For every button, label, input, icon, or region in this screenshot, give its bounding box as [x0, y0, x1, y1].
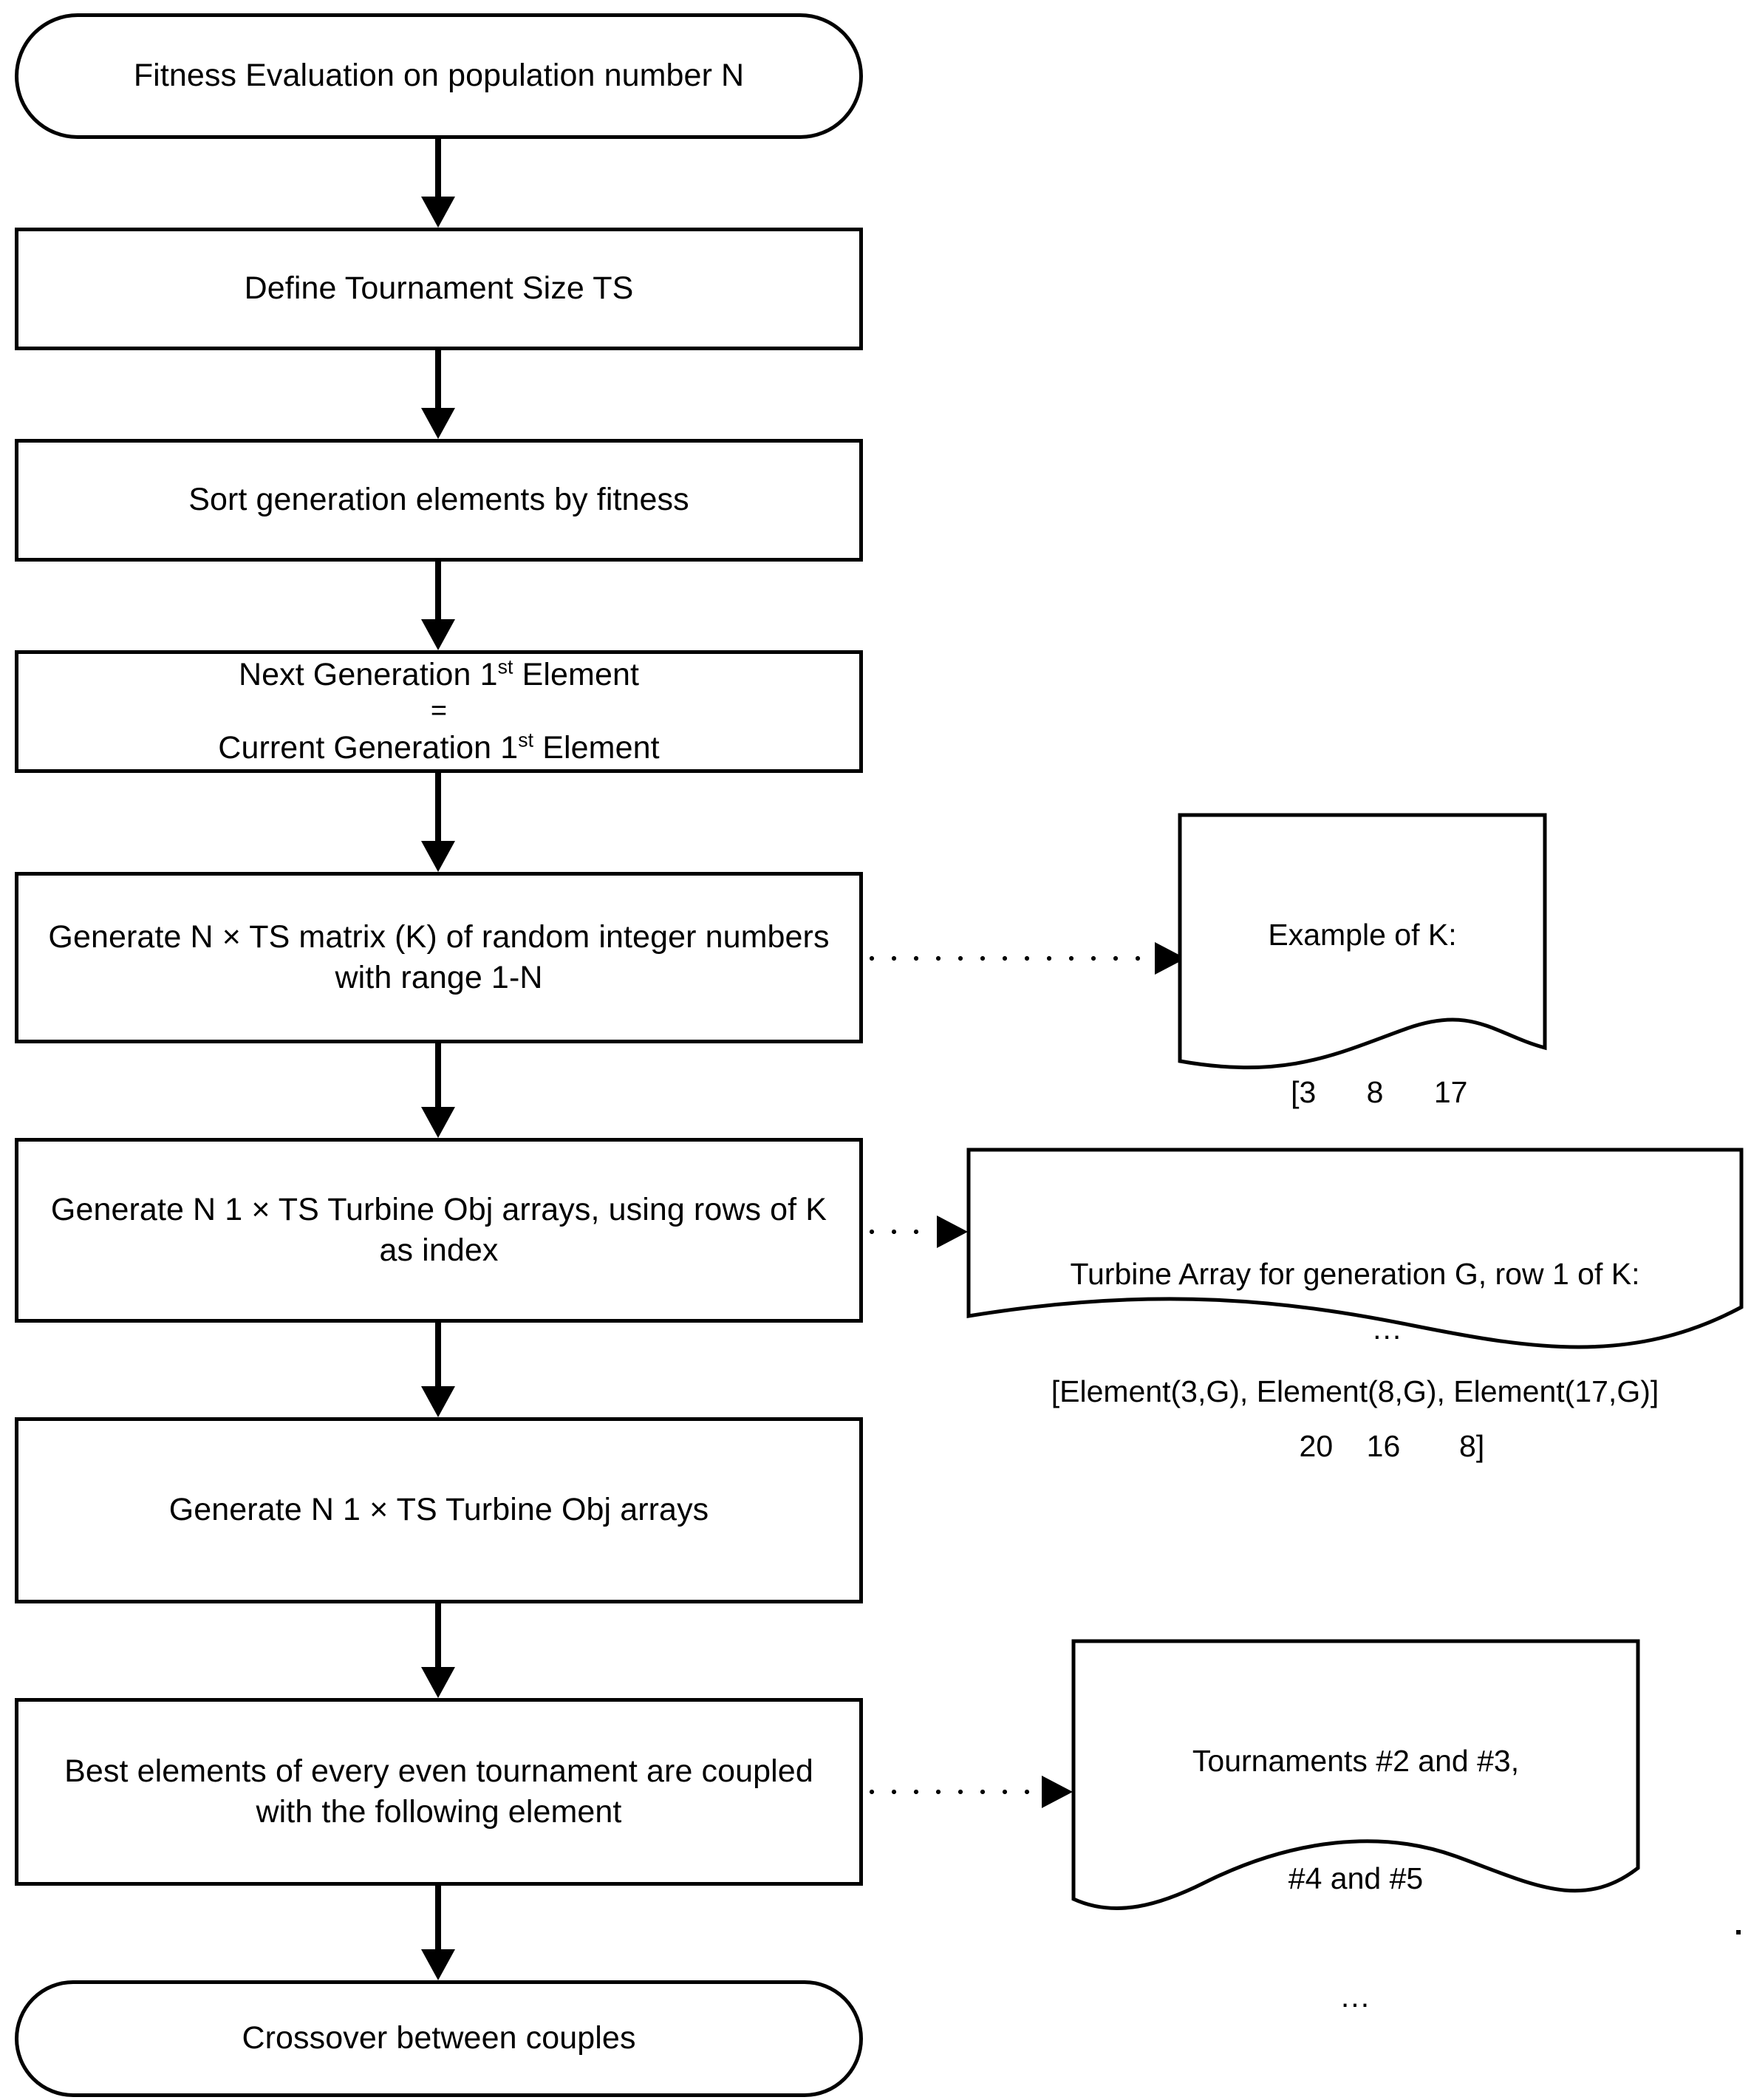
ordinal-superscript: st [497, 655, 513, 678]
turbine-note-line-1: Turbine Array for generation G, row 1 of… [1070, 1256, 1640, 1291]
node-generate-turbine-arrays-label: Generate N 1 × TS Turbine Obj arrays [168, 1492, 709, 1528]
connector-turbine-arrays-to-couple [421, 1603, 455, 1698]
connector-stem [435, 350, 441, 408]
couple-line-2: coupled with the following element [256, 1753, 813, 1830]
node-define-tournament-size[interactable]: Define Tournament Size TS [15, 228, 863, 350]
note-document-shape [1178, 813, 1547, 1070]
arrowhead-down-icon [421, 1949, 455, 1980]
generate-k-line-1: Generate N × TS matrix (K) of random int… [48, 918, 697, 955]
connector-stem [435, 773, 441, 841]
node-generate-k-matrix-label: Generate N × TS matrix (K) of random int… [18, 917, 859, 998]
connector-stem [435, 1043, 441, 1107]
elitism-line-3: Current Generation 1st Element [218, 729, 660, 766]
connector-stem [435, 1886, 441, 1949]
node-couple-best-elements[interactable]: Best elements of every even tournament a… [15, 1698, 863, 1886]
node-generate-turbine-arrays-indexed[interactable]: Generate N 1 × TS Turbine Obj arrays, us… [15, 1138, 863, 1323]
k-matrix-row-1: [3 8 17 [1291, 1074, 1468, 1109]
note-turbine-array-example: Turbine Array for generation G, row 1 of… [966, 1148, 1744, 1408]
arrowhead-right-icon [937, 1216, 968, 1248]
node-generate-turbine-arrays-indexed-label: Generate N 1 × TS Turbine Obj arrays, us… [18, 1190, 859, 1271]
node-elitism-copy-first-element[interactable]: Next Generation 1st Element = Current Ge… [15, 650, 863, 773]
node-sort-generation-elements-label: Sort generation elements by fitness [188, 482, 689, 518]
node-fitness-evaluation-label: Fitness Evaluation on population number … [133, 58, 745, 94]
connector-stem [435, 1323, 441, 1386]
dotted-line [861, 955, 1150, 961]
arrowhead-down-icon [421, 408, 455, 439]
arrowhead-down-icon [421, 1107, 455, 1138]
connector-couple-to-crossover [421, 1886, 455, 1980]
node-sort-generation-elements[interactable]: Sort generation elements by fitness [15, 439, 863, 562]
dotted-line [861, 1789, 1037, 1795]
scan-artifact [1736, 1930, 1741, 1934]
node-elitism-copy-first-element-label: Next Generation 1st Element = Current Ge… [18, 655, 859, 768]
arrowhead-down-icon [421, 619, 455, 650]
note-turbine-array-content: Turbine Array for generation G, row 1 of… [966, 1176, 1744, 1490]
connector-turbine-arrays-to-example-note [861, 1216, 968, 1248]
node-generate-turbine-arrays[interactable]: Generate N 1 × TS Turbine Obj arrays [15, 1417, 863, 1603]
node-fitness-evaluation[interactable]: Fitness Evaluation on population number … [15, 13, 863, 139]
connector-define-ts-to-sort [421, 350, 455, 439]
connector-start-to-define-ts [421, 139, 455, 228]
coupling-note-line-1: Tournaments #2 and #3, [1192, 1743, 1520, 1778]
arrowhead-right-icon [1042, 1776, 1073, 1808]
turbine-note-line-2: [Element(3,G), Element(8,G), Element(17,… [1051, 1374, 1659, 1409]
turbine-indexed-line-2: using rows of K as index [379, 1191, 827, 1268]
coupling-note-ellipsis: ... [1340, 1980, 1371, 2014]
arrowhead-down-icon [421, 1667, 455, 1698]
elitism-equals-sign: = [430, 695, 448, 727]
coupling-note-line-4: #20 and #21 [1071, 2096, 1640, 2100]
connector-stem [435, 139, 441, 197]
node-crossover-between-couples[interactable]: Crossover between couples [15, 1980, 863, 2097]
k-matrix-row-4: 20 16 8] [1291, 1429, 1485, 1464]
node-define-tournament-size-label: Define Tournament Size TS [244, 270, 634, 307]
elitism-line-1: Next Generation 1st Element [238, 655, 640, 693]
arrowhead-down-icon [421, 841, 455, 872]
dotted-line [861, 1229, 932, 1235]
note-document-shape [1071, 1639, 1640, 1910]
connector-couple-to-tournament-note [861, 1776, 1073, 1808]
couple-line-1: Best elements of every even tournament a… [64, 1753, 693, 1789]
connector-stem [435, 562, 441, 619]
note-example-of-k: Example of K: [3 8 17 19 4 18 ... 20 16 … [1178, 813, 1547, 1463]
node-generate-k-matrix[interactable]: Generate N × TS matrix (K) of random int… [15, 872, 863, 1043]
note-tournament-coupling: Tournaments #2 and #3, #4 and #5 ... #20… [1071, 1639, 1640, 2100]
note-document-shape [966, 1148, 1744, 1349]
turbine-indexed-line-1: Generate N 1 × TS Turbine Obj arrays, [50, 1191, 600, 1227]
connector-stem [435, 1603, 441, 1667]
arrowhead-down-icon [421, 197, 455, 228]
generate-k-line-2: numbers with range 1-N [335, 918, 830, 995]
ordinal-superscript: st [518, 729, 534, 751]
note-heading: Example of K: [1268, 917, 1457, 952]
connector-generate-k-to-example-note [861, 942, 1186, 975]
note-example-of-k-content: Example of K: [3 8 17 19 4 18 ... 20 16 … [1178, 836, 1547, 1585]
connector-sort-to-elitism [421, 562, 455, 650]
connector-generate-k-to-turbine-arrays-index [421, 1043, 455, 1138]
connector-turbine-indexed-to-turbine-arrays [421, 1323, 455, 1417]
node-couple-best-elements-label: Best elements of every even tournament a… [18, 1751, 859, 1833]
coupling-note-line-2: #4 and #5 [1288, 1861, 1424, 1896]
note-tournament-coupling-content: Tournaments #2 and #3, #4 and #5 ... #20… [1071, 1663, 1640, 2100]
connector-elitism-to-generate-k [421, 773, 455, 872]
arrowhead-down-icon [421, 1386, 455, 1417]
node-crossover-between-couples-label: Crossover between couples [242, 2020, 636, 2056]
